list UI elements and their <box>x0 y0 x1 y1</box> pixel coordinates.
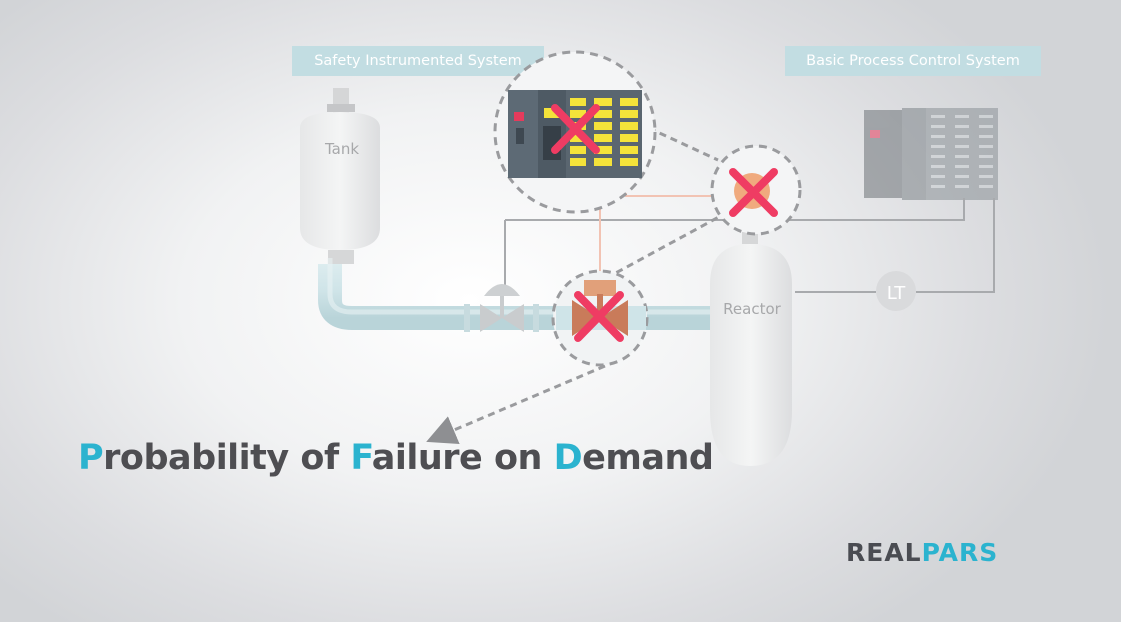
final-element-valve <box>551 269 649 367</box>
bpcs-controller <box>864 108 998 200</box>
reactor: Reactor <box>710 232 792 466</box>
process-pipe <box>318 258 728 332</box>
title-letter-f: F <box>350 438 372 478</box>
page-title: Probability of Failure on Demand <box>78 438 714 478</box>
sis-logic-solver <box>493 50 657 214</box>
level-transmitter: LT <box>876 271 916 311</box>
lt-label: LT <box>887 283 907 304</box>
title-text-2: ailure on <box>371 438 554 478</box>
tank-label: Tank <box>324 140 359 158</box>
title-letter-d: D <box>553 438 583 478</box>
title-letter-p: P <box>78 438 104 478</box>
bpcs-control-valve <box>480 284 524 332</box>
sensor-failure-x-icon <box>729 168 778 217</box>
realpars-logo: REALPARS <box>846 538 999 567</box>
sis-label: Safety Instrumented System <box>292 46 544 76</box>
bpcs-label: Basic Process Control System <box>785 46 1041 76</box>
title-text-3: emand <box>582 438 714 478</box>
sis-failure-x-icon <box>551 104 600 154</box>
sensor <box>710 144 802 236</box>
tank: Tank <box>300 88 380 264</box>
reactor-label: Reactor <box>723 300 781 318</box>
title-text-1: robability of <box>103 438 351 478</box>
valve-failure-x-icon <box>574 291 624 342</box>
